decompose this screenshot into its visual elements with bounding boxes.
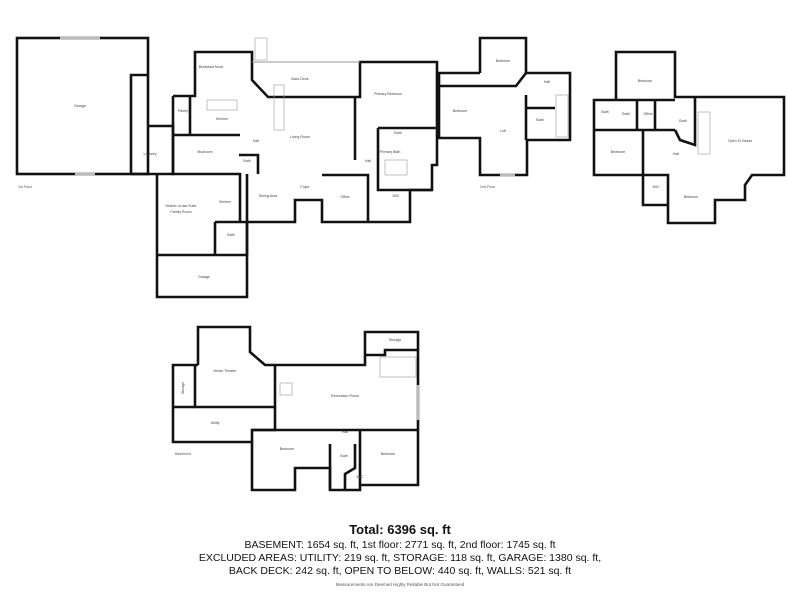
room-label: WIC [653, 185, 660, 189]
room-label: Loft [500, 129, 506, 133]
room-label: Office [643, 112, 652, 116]
disclaimer: Measurements Are Deemed Highly Reliable … [335, 582, 465, 587]
room-label: Bath [601, 110, 608, 114]
basement-plan: Basement Movie Theater Storage Utility R… [171, 325, 420, 492]
room-label: Office [340, 195, 349, 199]
room-label: Hall [342, 430, 348, 434]
room-label: Back Deck [291, 77, 308, 81]
room-label: Hall [365, 159, 371, 163]
first-floor-plan: 1st Floor Garage Laundry Breakfast Nook … [15, 36, 439, 299]
excluded-areas-line: BACK DECK: 242 sq. ft, OPEN TO BELOW: 44… [228, 565, 572, 577]
room-label: Bath [227, 233, 234, 237]
room-label: Bedroom [381, 452, 396, 456]
room-label: Bath [536, 118, 543, 122]
room-label: Recreation Room [331, 394, 359, 398]
room-label: Movie Theater [214, 369, 238, 373]
room-label: Breakfast Nook [199, 65, 224, 69]
room-label: Laundry [144, 152, 157, 156]
room-label: Garage [198, 275, 210, 279]
room-label: Bath [679, 119, 686, 123]
room-label: Open To Below [728, 139, 753, 143]
room-label: Mother-in-law Suite [166, 204, 197, 208]
room-label: Hall [673, 152, 679, 156]
room-label: WIC [393, 194, 400, 198]
room-label: Bath [243, 159, 250, 163]
room-label: Utility [211, 421, 220, 425]
room-label: Family Room [170, 210, 191, 214]
room-label: WIC [357, 475, 364, 479]
area-breakdown-line: BASEMENT: 1654 sq. ft, 1st floor: 2771 s… [244, 539, 556, 551]
floor-label-second: 2nd Floor [480, 185, 496, 189]
room-label: Foyer [300, 185, 310, 189]
room-label: Garage [74, 104, 86, 108]
room-label: Bedroom [453, 109, 468, 113]
room-label: Bedroom [684, 195, 699, 199]
room-label: Bath [394, 131, 401, 135]
room-label: Bath [340, 454, 347, 458]
excluded-areas-line: EXCLUDED AREAS: UTILITY: 219 sq. ft, STO… [198, 552, 602, 564]
room-label: Bedroom [496, 59, 511, 63]
floor-label-basement: Basement [175, 452, 191, 456]
floor-label-first: 1st Floor [18, 185, 33, 189]
room-label: Hall [544, 80, 550, 84]
total-area: Total: 6396 sq. ft [349, 522, 451, 537]
room-label: Storage [389, 338, 402, 342]
room-label: Hall [253, 139, 259, 143]
second-floor-plan: 2nd Floor Bedroom Bedroom Loft Hall Bath… [437, 36, 786, 225]
room-label: Primary Bath [380, 150, 401, 154]
room-label: Storage [181, 382, 185, 395]
room-label: Kitchen [219, 200, 231, 204]
room-label: Primary Bedroom [374, 92, 402, 96]
room-label: Dining Area [259, 194, 278, 198]
room-label: Bedroom [611, 150, 626, 154]
room-label: Bedroom [638, 79, 653, 83]
room-label: Bath [622, 112, 629, 116]
room-label: Mudroom [197, 150, 212, 154]
room-label: Pantry [178, 109, 189, 113]
room-label: Kitchen [216, 117, 228, 121]
room-label: Living Room [290, 135, 310, 139]
room-label: Bedroom [280, 447, 295, 451]
